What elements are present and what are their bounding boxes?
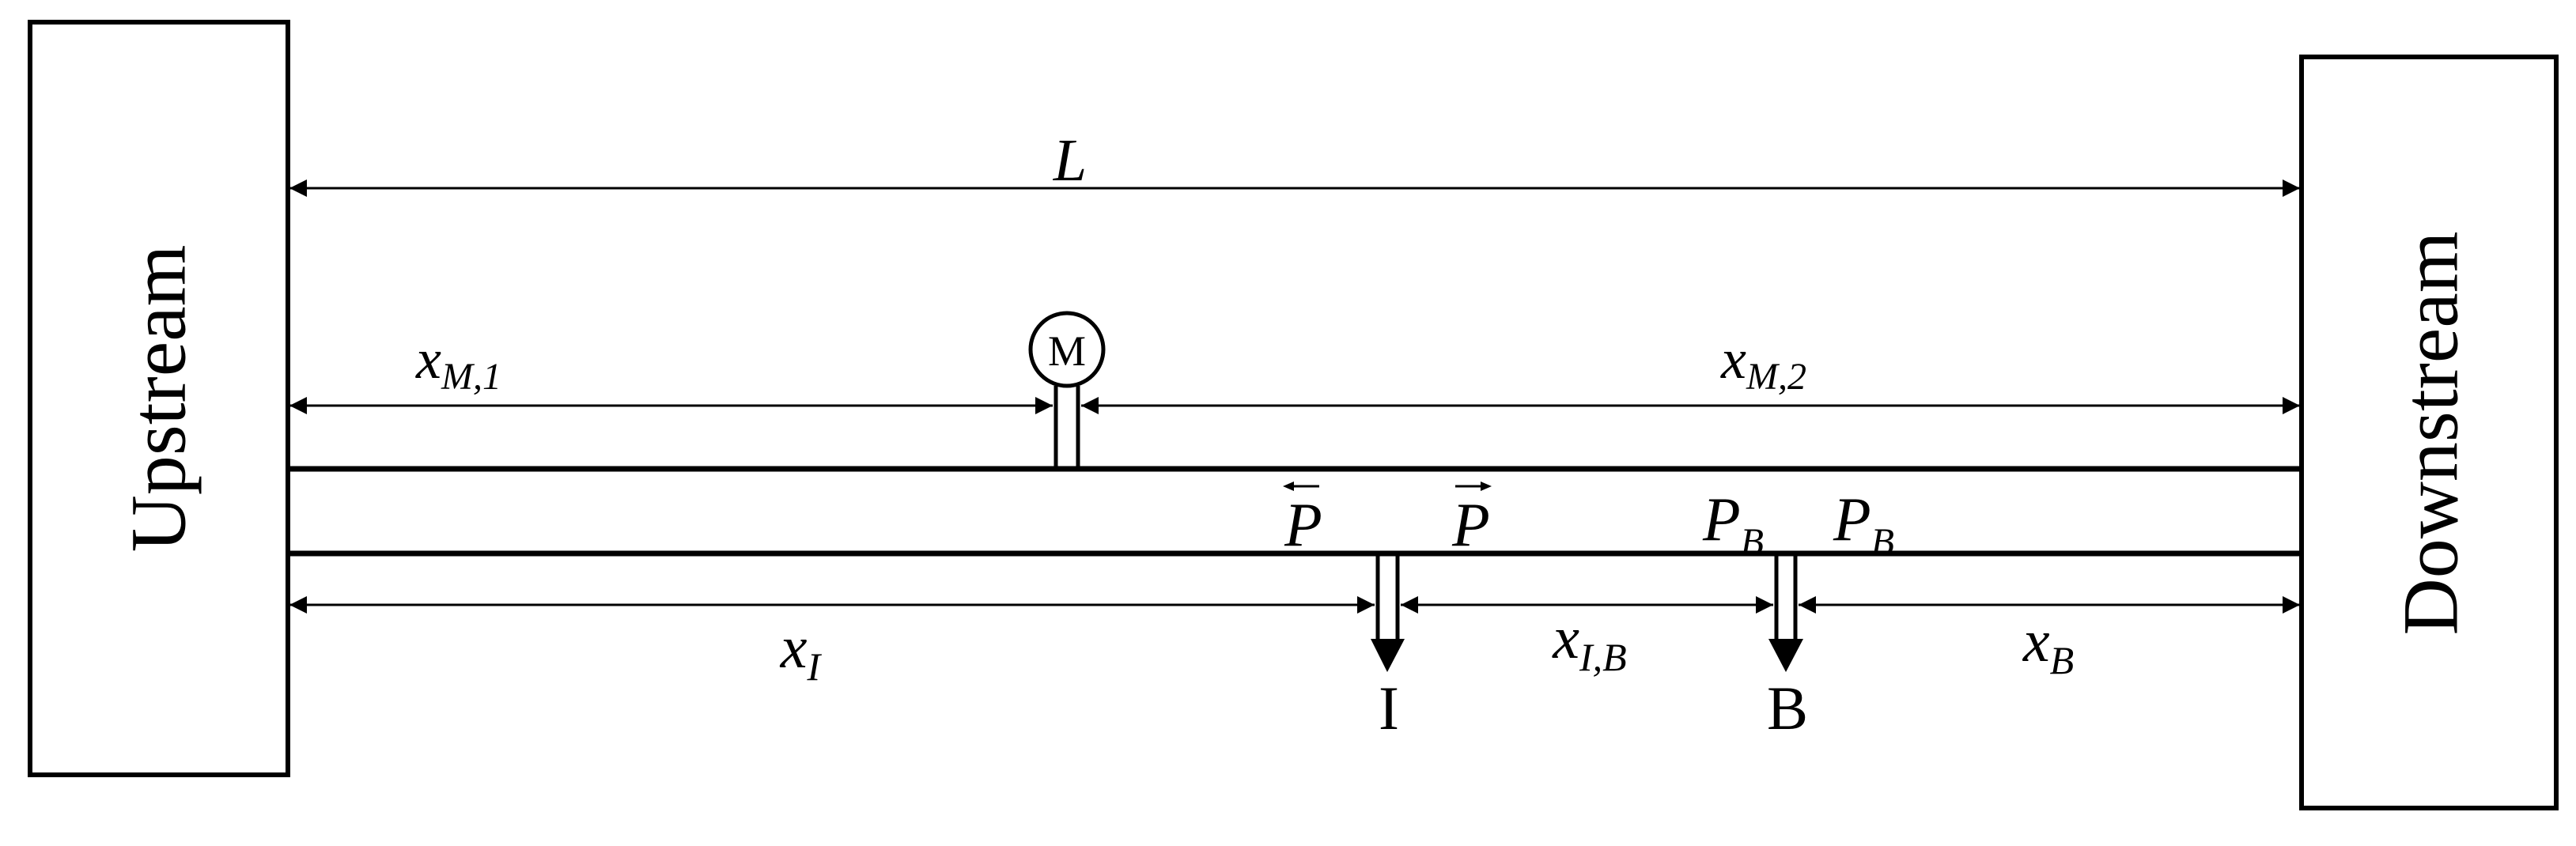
leak-i-to-b-label: xI,B: [1552, 605, 1626, 679]
leak-b: [1768, 555, 1803, 672]
meter-downstream-label: xM,2: [1720, 327, 1806, 398]
forward-pressure-label: P: [1451, 490, 1490, 559]
pressure-b-left-label: PB: [1702, 485, 1764, 563]
leak-i: [1371, 555, 1405, 672]
leak-b-label: B: [1767, 674, 1808, 742]
meter-upstream-label: xM,1: [415, 327, 501, 398]
upstream-label: Upstream: [115, 245, 202, 553]
downstream-label: Downstream: [2387, 232, 2475, 636]
backward-pressure-wave: P: [1283, 482, 1322, 559]
leak-i-distance-label: xI: [780, 614, 823, 689]
pressure-b-right-label: PB: [1833, 485, 1894, 563]
leak-i-label: I: [1379, 674, 1399, 742]
meter: M: [1028, 311, 1106, 469]
backward-pressure-label: P: [1284, 490, 1322, 559]
leak-b-distance-label: xB: [2022, 608, 2074, 682]
forward-pressure-wave: P: [1451, 482, 1492, 559]
downstream-reservoir: [2299, 55, 2559, 810]
meter-circle: [1028, 311, 1106, 388]
meter-label: M: [1048, 327, 1086, 375]
total-length-label: L: [1053, 127, 1087, 194]
upstream-reservoir: [28, 20, 290, 777]
